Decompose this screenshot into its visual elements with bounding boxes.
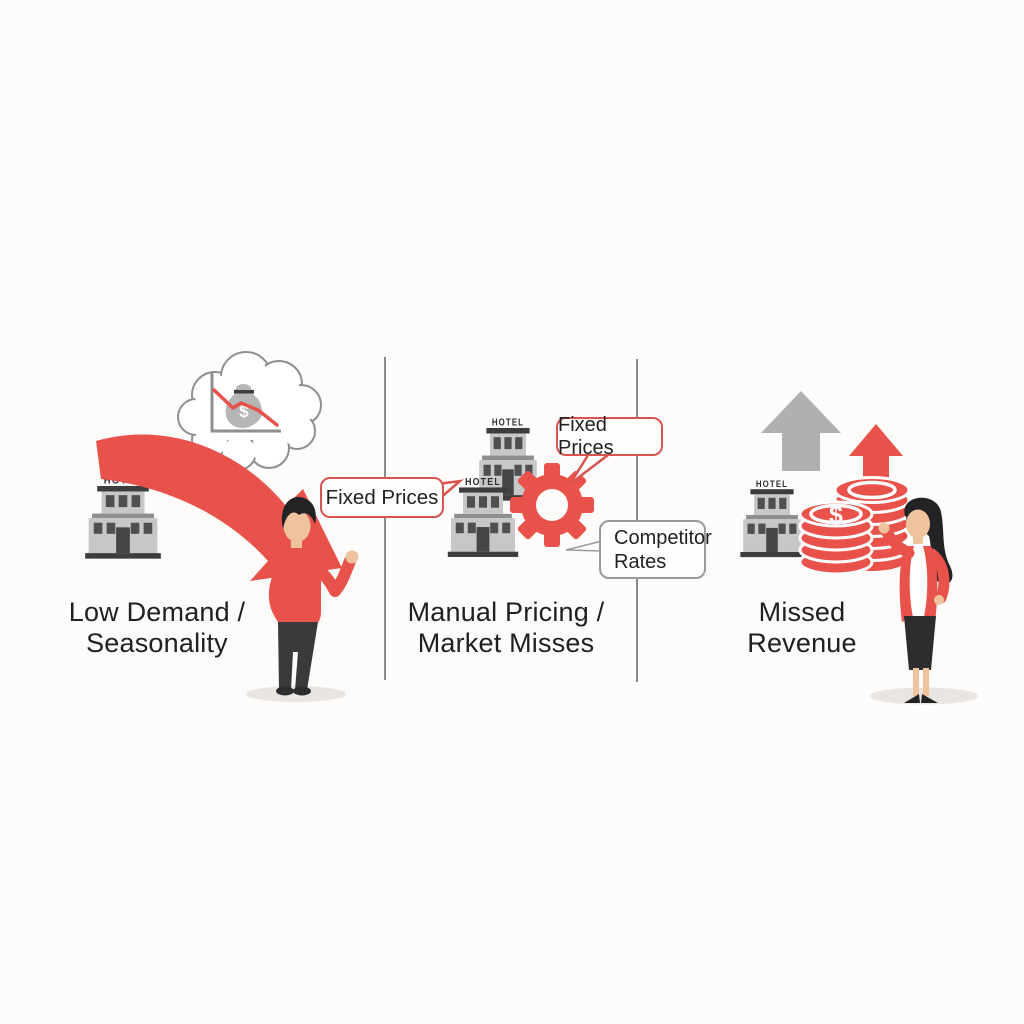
gray-up-arrow-icon <box>761 391 841 471</box>
caption-low-demand: Low Demand / Seasonality <box>57 597 257 659</box>
bubble-competitor-line2: Rates <box>614 550 667 573</box>
caption-missed-revenue: Missed Revenue <box>712 597 892 659</box>
panel-divider-left <box>384 357 386 680</box>
gear-icon <box>510 463 594 547</box>
caption-manual-pricing-line1: Manual Pricing / <box>407 597 605 627</box>
bubble-fixed-prices-left-text: Fixed Prices <box>325 485 439 509</box>
caption-missed-revenue-line1: Missed <box>758 597 846 627</box>
man-figure <box>246 496 359 702</box>
bubble-fixed-prices-left: Fixed Prices <box>320 477 444 518</box>
coin-stack-dollar: $ <box>798 500 874 576</box>
woman-figure <box>870 497 978 705</box>
hotel-icon-right <box>740 478 804 558</box>
svg-text:$: $ <box>829 501 843 529</box>
declining-chart-icon: $ <box>210 372 281 433</box>
caption-low-demand-line2: Seasonality <box>86 627 228 658</box>
caption-manual-pricing: Manual Pricing / Market Misses <box>406 597 606 659</box>
caption-missed-revenue-line2: Revenue <box>747 627 857 658</box>
money-bag-icon: $ <box>225 384 263 428</box>
down-arrow-icon <box>96 434 342 581</box>
bubble-competitor-rates: Competitor Rates <box>599 520 712 579</box>
red-up-arrow-icon <box>849 424 903 495</box>
caption-low-demand-line1: Low Demand / <box>68 597 246 627</box>
caption-manual-pricing-line2: Market Misses <box>417 627 595 658</box>
svg-text:$: $ <box>239 402 249 421</box>
bubble-fixed-prices-top: Fixed Prices <box>556 414 663 459</box>
bubble-tail-competitor <box>565 540 603 552</box>
bubble-fixed-prices-top-text: Fixed Prices <box>558 413 614 459</box>
bubble-competitor-line1: Competitor <box>614 526 712 549</box>
